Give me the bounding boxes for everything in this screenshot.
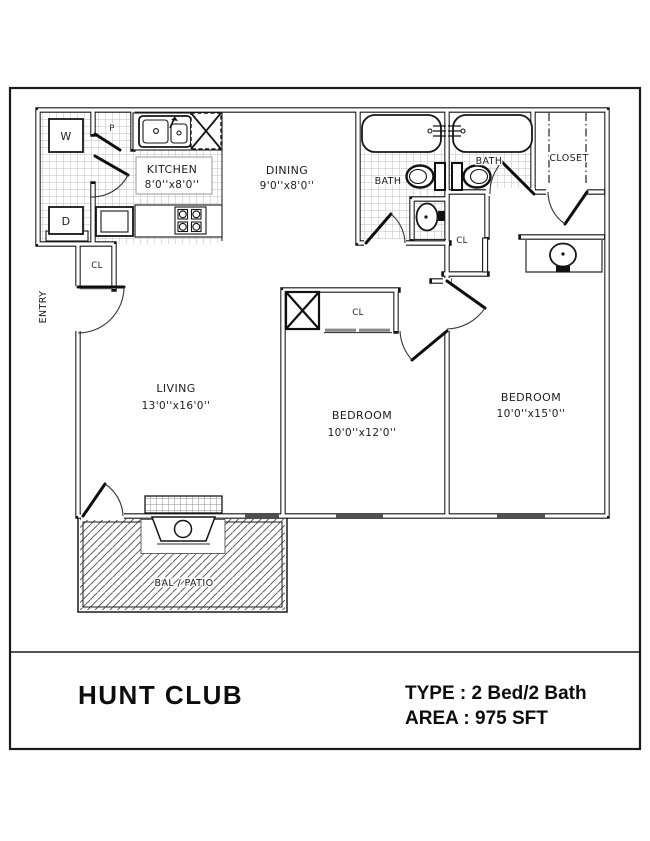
kitchen-dims: 8'0''x8'0'' xyxy=(145,179,200,191)
fireplace-icon xyxy=(140,495,226,554)
stove-icon xyxy=(174,206,207,235)
entry-door xyxy=(76,285,126,334)
bath2-door xyxy=(489,160,536,196)
outer-border xyxy=(8,86,642,751)
bathtub2-icon xyxy=(448,114,533,153)
dining-dims: 9'0''x8'0'' xyxy=(260,180,315,192)
toilet1-icon xyxy=(405,162,446,191)
bedroom1-dims: 10'0''x12'0'' xyxy=(328,427,397,439)
vanity1-sink-icon xyxy=(412,202,446,241)
bath1-door xyxy=(364,212,406,245)
closet1-slider-right xyxy=(359,328,390,332)
chase-box xyxy=(284,290,321,331)
bedroom1-window xyxy=(336,514,383,518)
living-label: LIVING xyxy=(156,382,195,395)
bedroom2-window xyxy=(497,514,545,518)
pantry-label: P xyxy=(109,124,115,134)
kitchen-sink-icon xyxy=(138,115,192,148)
kitchen-label: KITCHEN xyxy=(147,163,197,176)
closet-label: CLOSET xyxy=(549,153,588,164)
bedroom1-closet-label: CL xyxy=(352,308,363,318)
living-window xyxy=(245,514,279,518)
type-label: TYPE : 2 Bed/2 Bath xyxy=(405,683,587,704)
bedroom1-door xyxy=(399,329,449,362)
bath-fixtures xyxy=(361,113,603,273)
bath1-label: BATH xyxy=(375,176,402,187)
bath2-label: BATH xyxy=(476,156,503,167)
washer-box xyxy=(48,118,84,153)
closet-rod-icon xyxy=(548,113,587,186)
doors xyxy=(76,132,589,518)
entry-label: ENTRY xyxy=(38,291,49,324)
entry-closet-label: CL xyxy=(91,261,102,271)
title-block: HUNT CLUB TYPE : 2 Bed/2 Bath AREA : 975… xyxy=(78,680,587,729)
refrigerator-icon xyxy=(190,112,222,150)
kitchen-label-box xyxy=(135,156,213,195)
dining-label: DINING xyxy=(266,164,308,177)
closet-door xyxy=(547,190,589,226)
plan-title: HUNT CLUB xyxy=(78,680,243,710)
island-cabinet xyxy=(95,206,134,237)
hall-closet-label: CL xyxy=(456,236,467,246)
kitchen-fixtures xyxy=(45,112,223,242)
bedroom2-dims: 10'0''x15'0'' xyxy=(497,408,566,420)
bedroom2-door xyxy=(445,279,487,330)
balcony-door xyxy=(81,482,124,518)
hall-closet-door xyxy=(482,237,489,273)
washer-label: W xyxy=(60,130,71,143)
dryer-box xyxy=(48,206,84,235)
balcony-label: BAL / PATIO xyxy=(155,578,214,589)
dryer-label: D xyxy=(62,215,71,228)
toilet2-icon xyxy=(451,162,492,191)
pantry-bifold-door xyxy=(90,132,130,198)
room-labels: KITCHEN 8'0''x8'0'' DINING 9'0''x8'0'' L… xyxy=(37,123,590,591)
living-dims: 13'0''x16'0'' xyxy=(142,400,211,412)
bedroom2-label: BEDROOM xyxy=(501,391,561,404)
closet1-slider-left xyxy=(325,328,356,332)
area-label: AREA : 975 SFT xyxy=(405,708,548,729)
bedroom1-label: BEDROOM xyxy=(332,409,392,422)
bathtub1-icon xyxy=(361,114,446,153)
door-openings xyxy=(74,188,587,520)
vanity2-sink-icon xyxy=(525,240,603,273)
